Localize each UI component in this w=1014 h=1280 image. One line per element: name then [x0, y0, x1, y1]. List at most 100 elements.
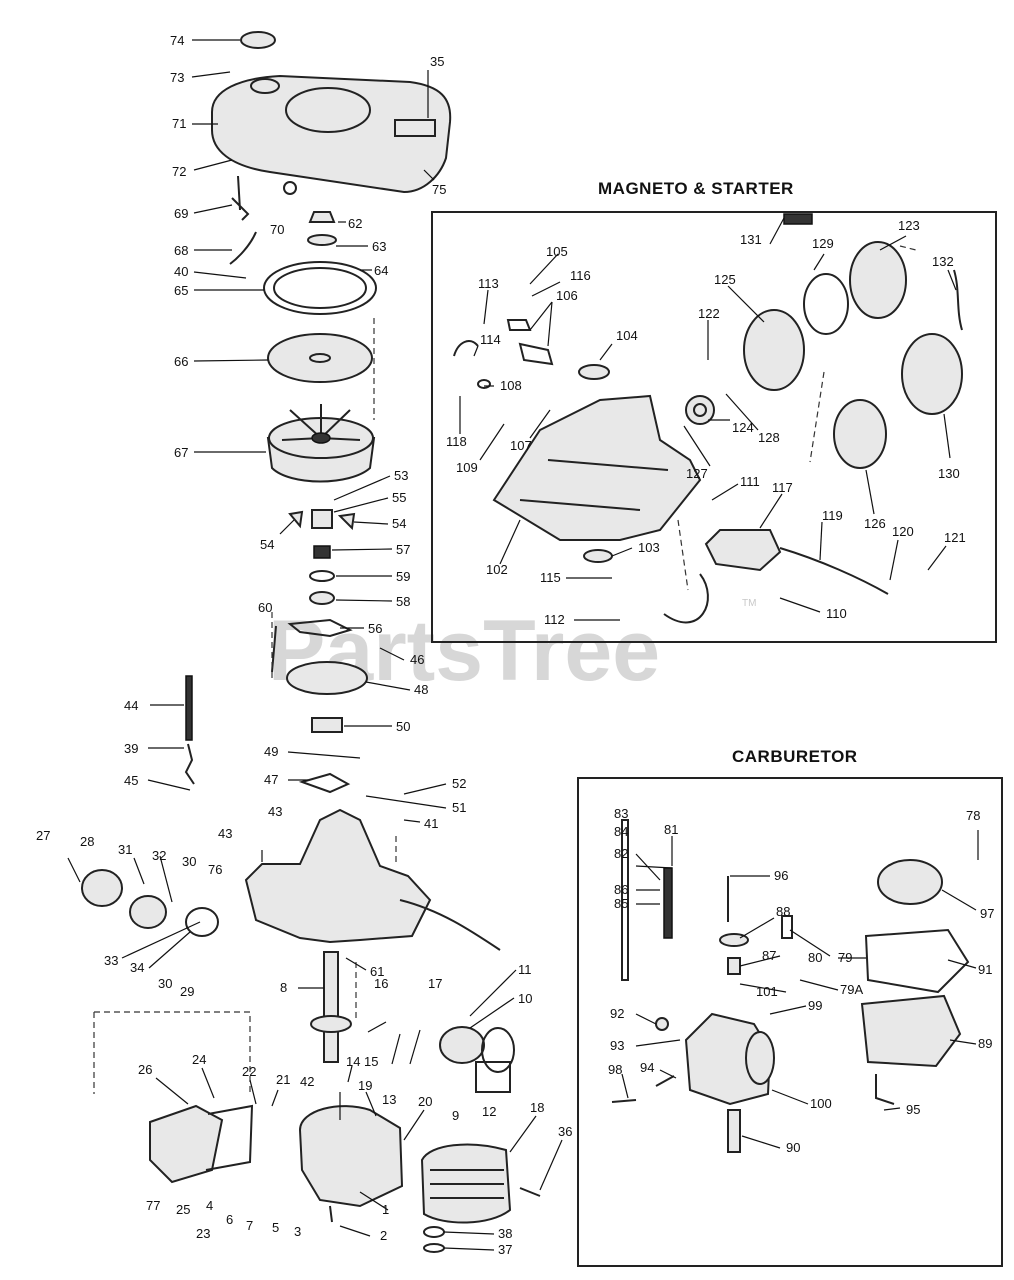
- callout-23: 23: [196, 1226, 210, 1241]
- callout-88: 88: [776, 904, 790, 919]
- callout-50: 50: [396, 719, 410, 734]
- callout-27: 27: [36, 828, 50, 843]
- callout-63: 63: [372, 239, 386, 254]
- crankcase-part: [244, 772, 501, 951]
- callout-7: 7: [246, 1218, 253, 1233]
- callout-100: 100: [810, 1096, 832, 1111]
- powerhead-part: [149, 1104, 404, 1223]
- callout-96: 96: [774, 868, 788, 883]
- callout-79: 79: [838, 950, 852, 965]
- callout-126: 126: [864, 516, 886, 531]
- callout-125: 125: [714, 272, 736, 287]
- crankshaft-part: [310, 951, 352, 1063]
- callout-68: 68: [174, 243, 188, 258]
- callout-85: 85: [614, 896, 628, 911]
- callout-49: 49: [264, 744, 278, 759]
- callout-74: 74: [170, 33, 184, 48]
- callout-132: 132: [932, 254, 954, 269]
- callout-57: 57: [396, 542, 410, 557]
- callout-115: 115: [540, 570, 561, 585]
- callout-40: 40: [174, 264, 188, 279]
- callout-117: 117: [772, 480, 793, 495]
- callout-76: 76: [208, 862, 222, 877]
- callout-97: 97: [980, 906, 994, 921]
- callout-112: 112: [544, 612, 565, 627]
- callout-53: 53: [394, 468, 408, 483]
- callout-37: 37: [498, 1242, 512, 1257]
- carburetor-body-part: [684, 1012, 775, 1153]
- fuel-valve-part: [229, 175, 257, 265]
- callout-72: 72: [172, 164, 186, 179]
- callout-20: 20: [418, 1094, 432, 1109]
- callout-79A: 79A: [840, 982, 863, 997]
- callout-80: 80: [808, 950, 822, 965]
- callout-69: 69: [174, 206, 188, 221]
- callout-26: 26: [138, 1062, 152, 1077]
- callout-19: 19: [358, 1078, 372, 1093]
- callout-21: 21: [276, 1072, 290, 1087]
- callout-87: 87: [762, 948, 776, 963]
- leader-lines: [67, 39, 979, 1251]
- callout-42: 42: [300, 1074, 314, 1089]
- callout-44: 44: [124, 698, 138, 713]
- callout-111: 111: [740, 474, 760, 489]
- callout-12: 12: [482, 1104, 496, 1119]
- callout-41: 41: [424, 816, 438, 831]
- callout-8: 8: [280, 980, 287, 995]
- callout-45: 45: [124, 773, 138, 788]
- callout-130: 130: [938, 466, 960, 481]
- callout-119: 119: [822, 508, 843, 523]
- callout-116: 116: [570, 268, 591, 283]
- callout-109: 109: [456, 460, 478, 475]
- coil-part: [663, 529, 889, 624]
- clutch-parts: [288, 509, 356, 605]
- carburetor-box: [577, 777, 1003, 1267]
- nut-washer-parts: [283, 181, 337, 246]
- callout-65: 65: [174, 283, 188, 298]
- callout-64: 64: [374, 263, 388, 278]
- watermark-trademark: TM: [742, 598, 756, 609]
- callout-48: 48: [414, 682, 428, 697]
- callout-106: 106: [556, 288, 578, 303]
- callout-54-left: 54: [260, 537, 274, 552]
- callout-101: 101: [756, 984, 778, 999]
- callout-10: 10: [518, 991, 532, 1006]
- fuel-cap-part: [240, 31, 276, 49]
- callout-86: 86: [614, 882, 628, 897]
- callout-32: 32: [152, 848, 166, 863]
- dashed-guide-left: [93, 1011, 251, 1094]
- callout-110: 110: [826, 606, 847, 621]
- callout-128: 128: [758, 430, 780, 445]
- callout-43-lower: 43: [218, 826, 232, 841]
- callout-62: 62: [348, 216, 362, 231]
- callout-67: 67: [174, 445, 188, 460]
- callout-78: 78: [966, 808, 980, 823]
- breaker-plate-part: [271, 618, 368, 733]
- callout-25: 25: [176, 1202, 190, 1217]
- callout-14: 14: [346, 1054, 360, 1069]
- callout-4: 4: [206, 1198, 213, 1213]
- callout-31: 31: [118, 842, 132, 857]
- callout-93: 93: [610, 1038, 624, 1053]
- callout-18: 18: [530, 1100, 544, 1115]
- callout-98: 98: [608, 1062, 622, 1077]
- callout-94: 94: [640, 1060, 654, 1075]
- callout-105: 105: [546, 244, 568, 259]
- callout-56: 56: [368, 621, 382, 636]
- screen-ring-part: [263, 261, 377, 315]
- callout-107: 107: [510, 438, 532, 453]
- callout-15: 15: [364, 1054, 378, 1069]
- callout-33: 33: [104, 953, 118, 968]
- carburetor-title: CARBURETOR: [732, 747, 858, 766]
- callout-95: 95: [906, 1102, 920, 1117]
- callout-47: 47: [264, 772, 278, 787]
- magneto-starter-title: MAGNETO & STARTER: [598, 179, 794, 198]
- callout-11: 11: [518, 962, 532, 977]
- magneto-starter-box: [431, 211, 997, 643]
- callout-113: 113: [478, 276, 499, 291]
- oil-seal-part: [578, 364, 613, 563]
- callout-55: 55: [392, 490, 406, 505]
- callout-91: 91: [978, 962, 992, 977]
- callout-34: 34: [130, 960, 144, 975]
